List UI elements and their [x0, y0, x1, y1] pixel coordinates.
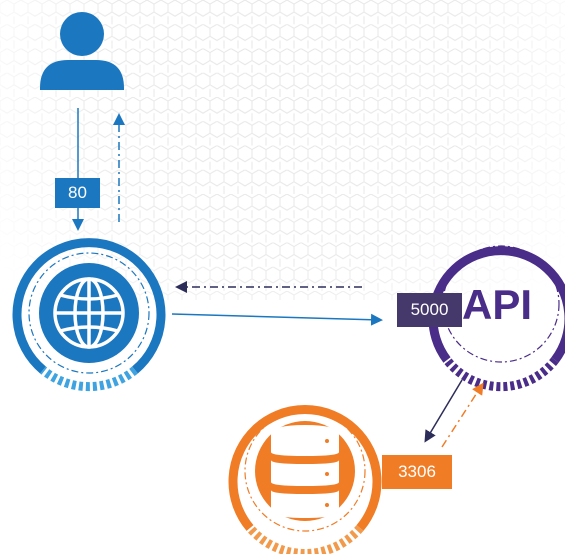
port-80-label: 80: [55, 178, 100, 208]
api-to-db-arrow: [424, 379, 463, 443]
database-icon: [271, 425, 339, 518]
port-3306-label: 3306: [382, 455, 452, 489]
api-label: API: [462, 281, 533, 328]
globe-icon: [53, 277, 125, 349]
user-icon: [40, 12, 124, 90]
web-server-node: [12, 238, 166, 392]
db-to-api-arrow: [441, 382, 484, 448]
port-5000-label: 5000: [397, 293, 462, 327]
database-node: [228, 405, 382, 554]
web-to-api-arrow: [171, 313, 383, 326]
